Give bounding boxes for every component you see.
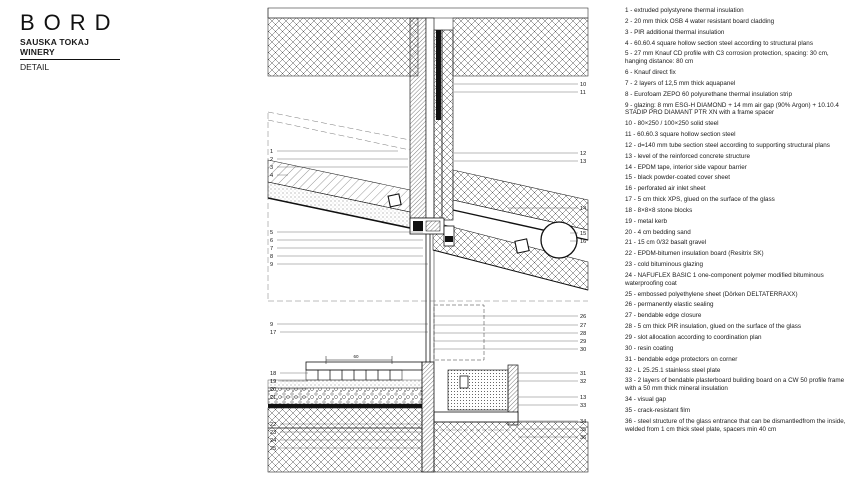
section-detail-drawing: 60 1 2 3 4 5 6 7 8 9 9 17 18 19 20 21 22…	[267, 7, 589, 473]
header-divider	[20, 59, 120, 60]
callout-label: 17	[270, 330, 276, 336]
right-leader-lines	[434, 83, 578, 438]
dimension-label: 60	[353, 354, 359, 359]
floor-detail-right	[433, 304, 589, 473]
legend-item: 11 - 60.60.3 square hollow section steel	[625, 131, 736, 139]
callout-label: 34	[580, 419, 586, 425]
legend-item: 32 - L 25.25.1 stainless steel plate	[625, 366, 721, 374]
project-name: SAUSKA TOKAJ WINERY	[20, 37, 89, 57]
legend-list: 1 - extruded polystyrene thermal insulat…	[625, 7, 850, 436]
callout-label: 26	[580, 314, 586, 320]
legend-item: 30 - resin coating	[625, 344, 674, 352]
callout-label: 9	[270, 262, 273, 268]
callout-label: 30	[580, 347, 586, 353]
sloped-roof	[267, 111, 589, 291]
legend-item: 29 - slot allocation according to coordi…	[625, 334, 762, 342]
callout-label: 7	[270, 246, 273, 252]
legend-item: 23 - cold bituminous glazing	[625, 261, 704, 269]
legend-item: 12 - d=140 mm tube section steel accordi…	[625, 141, 830, 149]
callout-label: 12	[580, 151, 586, 157]
callout-label: 28	[580, 331, 586, 337]
callout-label: 11	[580, 90, 586, 96]
callout-label: 36	[580, 435, 586, 441]
legend-item: 33 - 2 layers of bendable plasterboard b…	[625, 377, 845, 393]
legend-item: 5 - 27 mm Knauf CD profile with C3 corro…	[625, 50, 829, 66]
callout-label: 13	[580, 159, 586, 165]
legend-item: 2 - 20 mm thick OSB 4 water resistant bo…	[625, 17, 775, 25]
square-hollow-section	[514, 238, 530, 254]
callout-label: 22	[270, 422, 276, 428]
legend-item: 22 - EPDM-bitumen insulation board (Resi…	[625, 250, 764, 258]
top-slab	[267, 7, 589, 77]
callout-label: 6	[270, 238, 273, 244]
callout-label: 19	[270, 379, 276, 385]
callout-label: 27	[580, 323, 586, 329]
title-block: BORD SAUSKA TOKAJ WINERY DETAIL	[20, 12, 120, 72]
legend-item: 13 - level of the reinforced concrete st…	[625, 152, 750, 160]
legend-item: 10 - 80×250 / 100×250 solid steel	[625, 120, 719, 128]
legend-item: 27 - bendable edge closure	[625, 312, 702, 320]
legend-item: 8 - Eurofoam ZEPO 60 polyurethane therma…	[625, 90, 792, 98]
callout-label: 8	[270, 254, 273, 260]
callout-label: 31	[580, 371, 586, 377]
square-hollow-section	[387, 193, 402, 208]
legend-item: 6 - Knauf direct fix	[625, 69, 676, 77]
legend-item: 17 - 5 cm thick XPS, glued on the surfac…	[625, 196, 775, 204]
legend-item: 21 - 15 cm 0/32 basalt gravel	[625, 239, 707, 247]
callout-label: 10	[580, 82, 586, 88]
callout-label: 18	[270, 371, 276, 377]
vertical-glazing	[425, 234, 435, 362]
legend-item: 36 - steel structure of the glass entran…	[625, 417, 846, 433]
left-callouts: 1 2 3 4 5 6 7 8 9 9 17 18 19 20 21 22 23…	[270, 149, 276, 452]
callout-label: 2	[270, 157, 273, 163]
legend-item: 14 - EPDM tape, interior side vapour bar…	[625, 163, 747, 171]
brand-logo: BORD	[20, 10, 120, 35]
callout-label: 9	[270, 322, 273, 328]
legend-item: 1 - extruded polystyrene thermal insulat…	[625, 7, 744, 14]
callout-label: 5	[270, 230, 273, 236]
legend-item: 3 - PIR additional thermal insulation	[625, 28, 725, 36]
legend-item: 20 - 4 cm bedding sand	[625, 228, 691, 236]
legend-item: 26 - permanently elastic sealing	[625, 301, 714, 309]
legend-item: 35 - crack-resistant film	[625, 406, 691, 414]
legend-item: 16 - perforated air inlet sheet	[625, 185, 706, 193]
legend-item: 24 - NAFUFLEX BASIC 1 one-component poly…	[625, 272, 824, 287]
callout-label: 13	[580, 395, 586, 401]
legend-item: 25 - embossed polyethylene sheet (Dörken…	[625, 290, 798, 298]
legend-item: 34 - visual gap	[625, 396, 666, 404]
vertical-column	[409, 17, 454, 221]
legend-item: 19 - metal kerb	[625, 217, 667, 225]
right-callouts: 10 11 12 13 14 15 16 26 27 28 29 30 31 3…	[580, 82, 586, 441]
legend-item: 7 - 2 layers of 12,5 mm thick aquapanel	[625, 79, 736, 87]
legend-item: 31 - bendable edge protectors on corner	[625, 355, 738, 363]
callout-label: 32	[580, 379, 586, 385]
paving-detail-left: 60	[267, 354, 435, 473]
callout-label: 14	[580, 206, 586, 212]
callout-label: 4	[270, 173, 273, 179]
tube-steel-section	[540, 221, 578, 259]
callout-label: 3	[270, 165, 273, 171]
legend-item: 18 - 8×8×8 stone blocks	[625, 206, 693, 214]
left-leader-lines	[277, 150, 428, 449]
callout-label: 23	[270, 430, 276, 436]
callout-label: 24	[270, 438, 276, 444]
callout-label: 15	[580, 231, 586, 237]
sheet-label: DETAIL	[20, 62, 50, 72]
callout-label: 35	[580, 427, 586, 433]
callout-label: 25	[270, 446, 276, 452]
callout-label: 16	[580, 239, 586, 245]
legend-item: 9 - glazing: 8 mm ESG-H DIAMOND + 14 mm …	[625, 101, 839, 117]
roof-joint	[409, 217, 455, 247]
callout-label: 1	[270, 149, 273, 155]
legend-item: 4 - 60.60.4 square hollow section steel …	[625, 39, 813, 47]
callout-label: 21	[270, 395, 276, 401]
legend-item: 15 - black powder-coated cover sheet	[625, 174, 731, 182]
callout-label: 20	[270, 387, 276, 393]
legend-item: 28 - 5 cm thick PIR insulation, glued on…	[625, 323, 802, 331]
callout-label: 29	[580, 339, 586, 345]
callout-label: 33	[580, 403, 586, 409]
